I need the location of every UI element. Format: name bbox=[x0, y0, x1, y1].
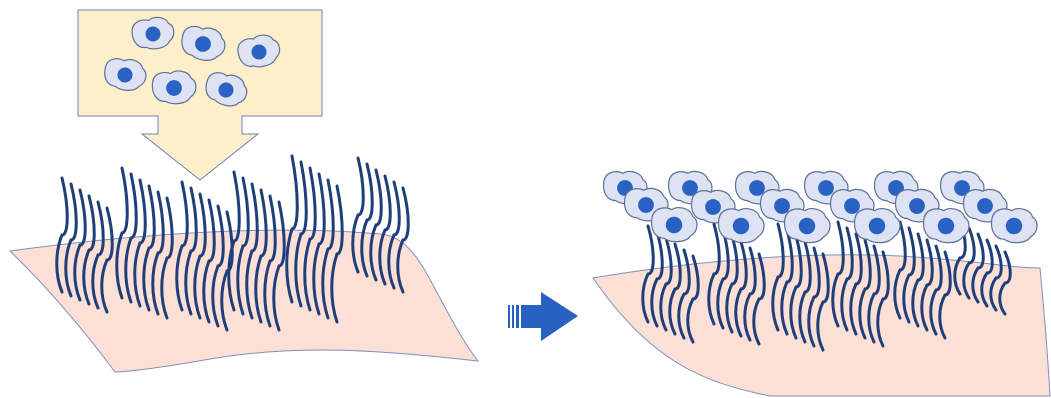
left-panel bbox=[10, 10, 478, 372]
right-panel bbox=[593, 171, 1050, 396]
cell-icon bbox=[652, 208, 698, 242]
cell-icon bbox=[785, 209, 831, 243]
cell-icon bbox=[924, 209, 970, 243]
right-arrow-icon bbox=[508, 292, 578, 341]
cell-icon bbox=[992, 209, 1038, 243]
cell-icon bbox=[719, 209, 765, 243]
cell-icon bbox=[855, 209, 901, 243]
